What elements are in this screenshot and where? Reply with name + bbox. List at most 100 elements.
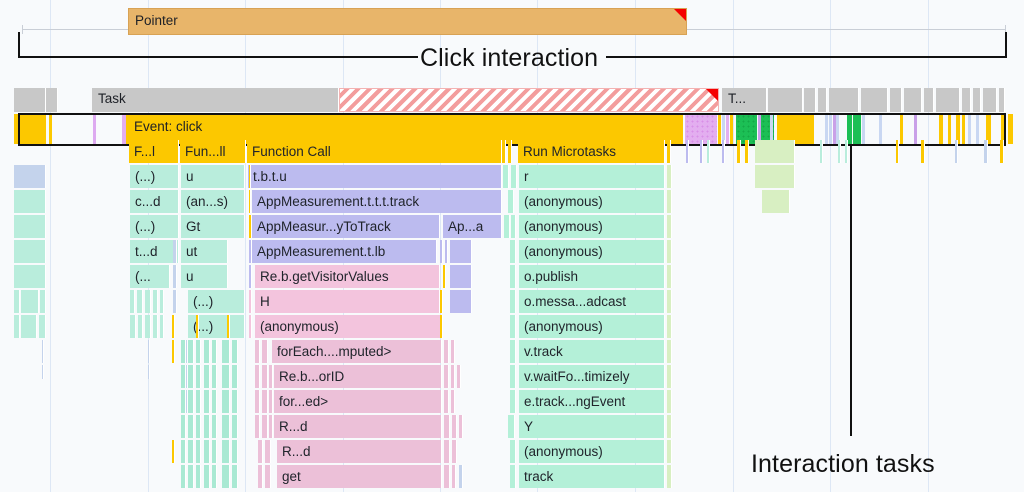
task-block[interactable] bbox=[904, 88, 922, 112]
flame-bar-sliver[interactable] bbox=[222, 390, 230, 413]
flame-bar[interactable]: (... bbox=[130, 265, 170, 288]
task-block[interactable] bbox=[999, 88, 1005, 112]
flame-bar[interactable]: track bbox=[519, 465, 665, 488]
flame-bar-sliver[interactable] bbox=[204, 415, 210, 438]
event-tick[interactable] bbox=[856, 114, 861, 144]
event-tick[interactable] bbox=[1001, 114, 1005, 144]
task-block[interactable] bbox=[962, 88, 971, 112]
flame-bar-sliver[interactable] bbox=[212, 465, 217, 488]
flame-bar[interactable]: Function Call bbox=[247, 140, 502, 163]
main-task-block[interactable]: Task bbox=[92, 88, 339, 112]
flame-bar-sliver[interactable] bbox=[444, 340, 449, 363]
event-tick[interactable] bbox=[900, 114, 903, 144]
flame-bar-sliver[interactable] bbox=[181, 390, 186, 413]
event-tick[interactable] bbox=[976, 114, 979, 144]
flame-bar-sliver[interactable] bbox=[212, 415, 217, 438]
task-block[interactable] bbox=[936, 88, 960, 112]
flame-bar-sliver[interactable] bbox=[444, 440, 450, 463]
flame-bar-sliver[interactable] bbox=[508, 415, 515, 438]
task-block[interactable] bbox=[46, 88, 58, 112]
flame-bar-sliver[interactable] bbox=[667, 215, 672, 238]
event-tick[interactable] bbox=[771, 114, 773, 144]
flame-bar-sliver[interactable] bbox=[181, 365, 186, 388]
flame-bar-sliver[interactable] bbox=[440, 290, 443, 313]
flame-bar-sliver[interactable] bbox=[42, 365, 44, 379]
flame-bar-sliver[interactable] bbox=[196, 365, 201, 388]
flame-bar-sliver[interactable] bbox=[510, 240, 516, 263]
flame-bar-sliver[interactable] bbox=[181, 440, 186, 463]
flame-bar[interactable]: o.publish bbox=[519, 265, 665, 288]
flame-bar-sliver[interactable] bbox=[160, 290, 164, 313]
flame-bar-sliver[interactable] bbox=[700, 140, 703, 163]
flame-bar-sliver[interactable] bbox=[667, 315, 672, 338]
flame-bar[interactable]: (anonymous) bbox=[519, 240, 665, 263]
task-block-truncated[interactable]: T... bbox=[722, 88, 767, 112]
flame-bar-sliver[interactable] bbox=[188, 340, 194, 363]
flame-bar-sliver[interactable] bbox=[667, 140, 671, 163]
flame-bar-sliver[interactable] bbox=[204, 440, 210, 463]
flame-bar-sliver[interactable] bbox=[227, 315, 230, 338]
flame-bar-sliver[interactable] bbox=[450, 240, 472, 263]
flame-bar[interactable]: (anonymous) bbox=[519, 190, 665, 213]
flame-bar-sliver[interactable] bbox=[511, 165, 517, 188]
event-tick[interactable] bbox=[758, 114, 761, 144]
flame-bar-sliver[interactable] bbox=[510, 290, 516, 313]
flame-bar-sliver[interactable] bbox=[440, 315, 443, 338]
flame-bar-sliver[interactable] bbox=[186, 365, 188, 388]
flame-bar[interactable]: Re.b.getVisitorValues bbox=[255, 265, 440, 288]
flame-bar-sliver[interactable] bbox=[667, 165, 672, 188]
event-tick[interactable] bbox=[853, 114, 856, 144]
flame-bar-sliver[interactable] bbox=[510, 315, 516, 338]
task-block[interactable] bbox=[924, 88, 934, 112]
event-tick[interactable] bbox=[956, 114, 960, 144]
flame-bar[interactable]: v.track bbox=[519, 340, 665, 363]
task-block[interactable] bbox=[818, 88, 827, 112]
event-tick[interactable] bbox=[825, 114, 828, 144]
task-block[interactable] bbox=[768, 88, 803, 112]
flame-bar-sliver[interactable] bbox=[452, 415, 457, 438]
event-tick[interactable] bbox=[93, 114, 96, 144]
event-tick[interactable] bbox=[122, 114, 126, 144]
flame-bar-sliver[interactable] bbox=[188, 390, 194, 413]
flame-bar-sliver[interactable] bbox=[204, 390, 210, 413]
flame-bar-sliver[interactable] bbox=[755, 165, 795, 188]
flame-bar-sliver[interactable] bbox=[153, 315, 158, 338]
flame-bar[interactable]: (...) bbox=[130, 165, 179, 188]
flame-bar-sliver[interactable] bbox=[137, 290, 143, 313]
flame-bar-sliver[interactable] bbox=[745, 140, 749, 163]
flame-bar-sliver[interactable] bbox=[249, 290, 252, 313]
flame-bar[interactable]: o.messa...adcast bbox=[519, 290, 665, 313]
flame-bar-sliver[interactable] bbox=[510, 265, 516, 288]
event-green-block[interactable] bbox=[736, 114, 757, 144]
flame-bar-sliver[interactable] bbox=[188, 415, 194, 438]
event-block[interactable] bbox=[777, 114, 814, 144]
flame-bar-sliver[interactable] bbox=[510, 465, 516, 488]
flame-bar-sliver[interactable] bbox=[845, 140, 848, 163]
flame-bar-sliver[interactable] bbox=[503, 165, 509, 188]
flame-bar-sliver[interactable] bbox=[762, 190, 790, 213]
flame-bar[interactable]: e.track...ngEvent bbox=[519, 390, 665, 413]
flame-bar[interactable]: r bbox=[519, 165, 665, 188]
flame-bar-sliver[interactable] bbox=[510, 340, 516, 363]
flame-bar-sliver[interactable] bbox=[510, 365, 516, 388]
flame-bar-sliver[interactable] bbox=[196, 465, 201, 488]
flame-bar-sliver[interactable] bbox=[21, 315, 37, 338]
flame-bar[interactable]: (anonymous) bbox=[519, 215, 665, 238]
flame-bar-sliver[interactable] bbox=[510, 390, 516, 413]
flame-bar-sliver[interactable] bbox=[262, 340, 268, 363]
flame-bar-sliver[interactable] bbox=[14, 315, 20, 338]
task-block[interactable] bbox=[890, 88, 902, 112]
flame-bar[interactable]: (anonymous) bbox=[255, 315, 442, 338]
flame-bar-sliver[interactable] bbox=[984, 140, 988, 163]
event-tick[interactable] bbox=[847, 114, 852, 144]
flame-bar-sliver[interactable] bbox=[444, 365, 449, 388]
flame-bar[interactable]: AppMeasurement.t.t.t.track bbox=[252, 190, 502, 213]
flame-bar-sliver[interactable] bbox=[440, 240, 443, 263]
pointer-event-bar[interactable]: Pointer bbox=[128, 8, 687, 35]
flame-bar-sliver[interactable] bbox=[196, 390, 201, 413]
flame-bar-sliver[interactable] bbox=[450, 290, 472, 313]
flame-bar-sliver[interactable] bbox=[14, 290, 20, 313]
event-tick[interactable] bbox=[862, 114, 865, 144]
flame-bar[interactable]: forEach....mputed> bbox=[272, 340, 442, 363]
flame-bar-sliver[interactable] bbox=[204, 465, 210, 488]
